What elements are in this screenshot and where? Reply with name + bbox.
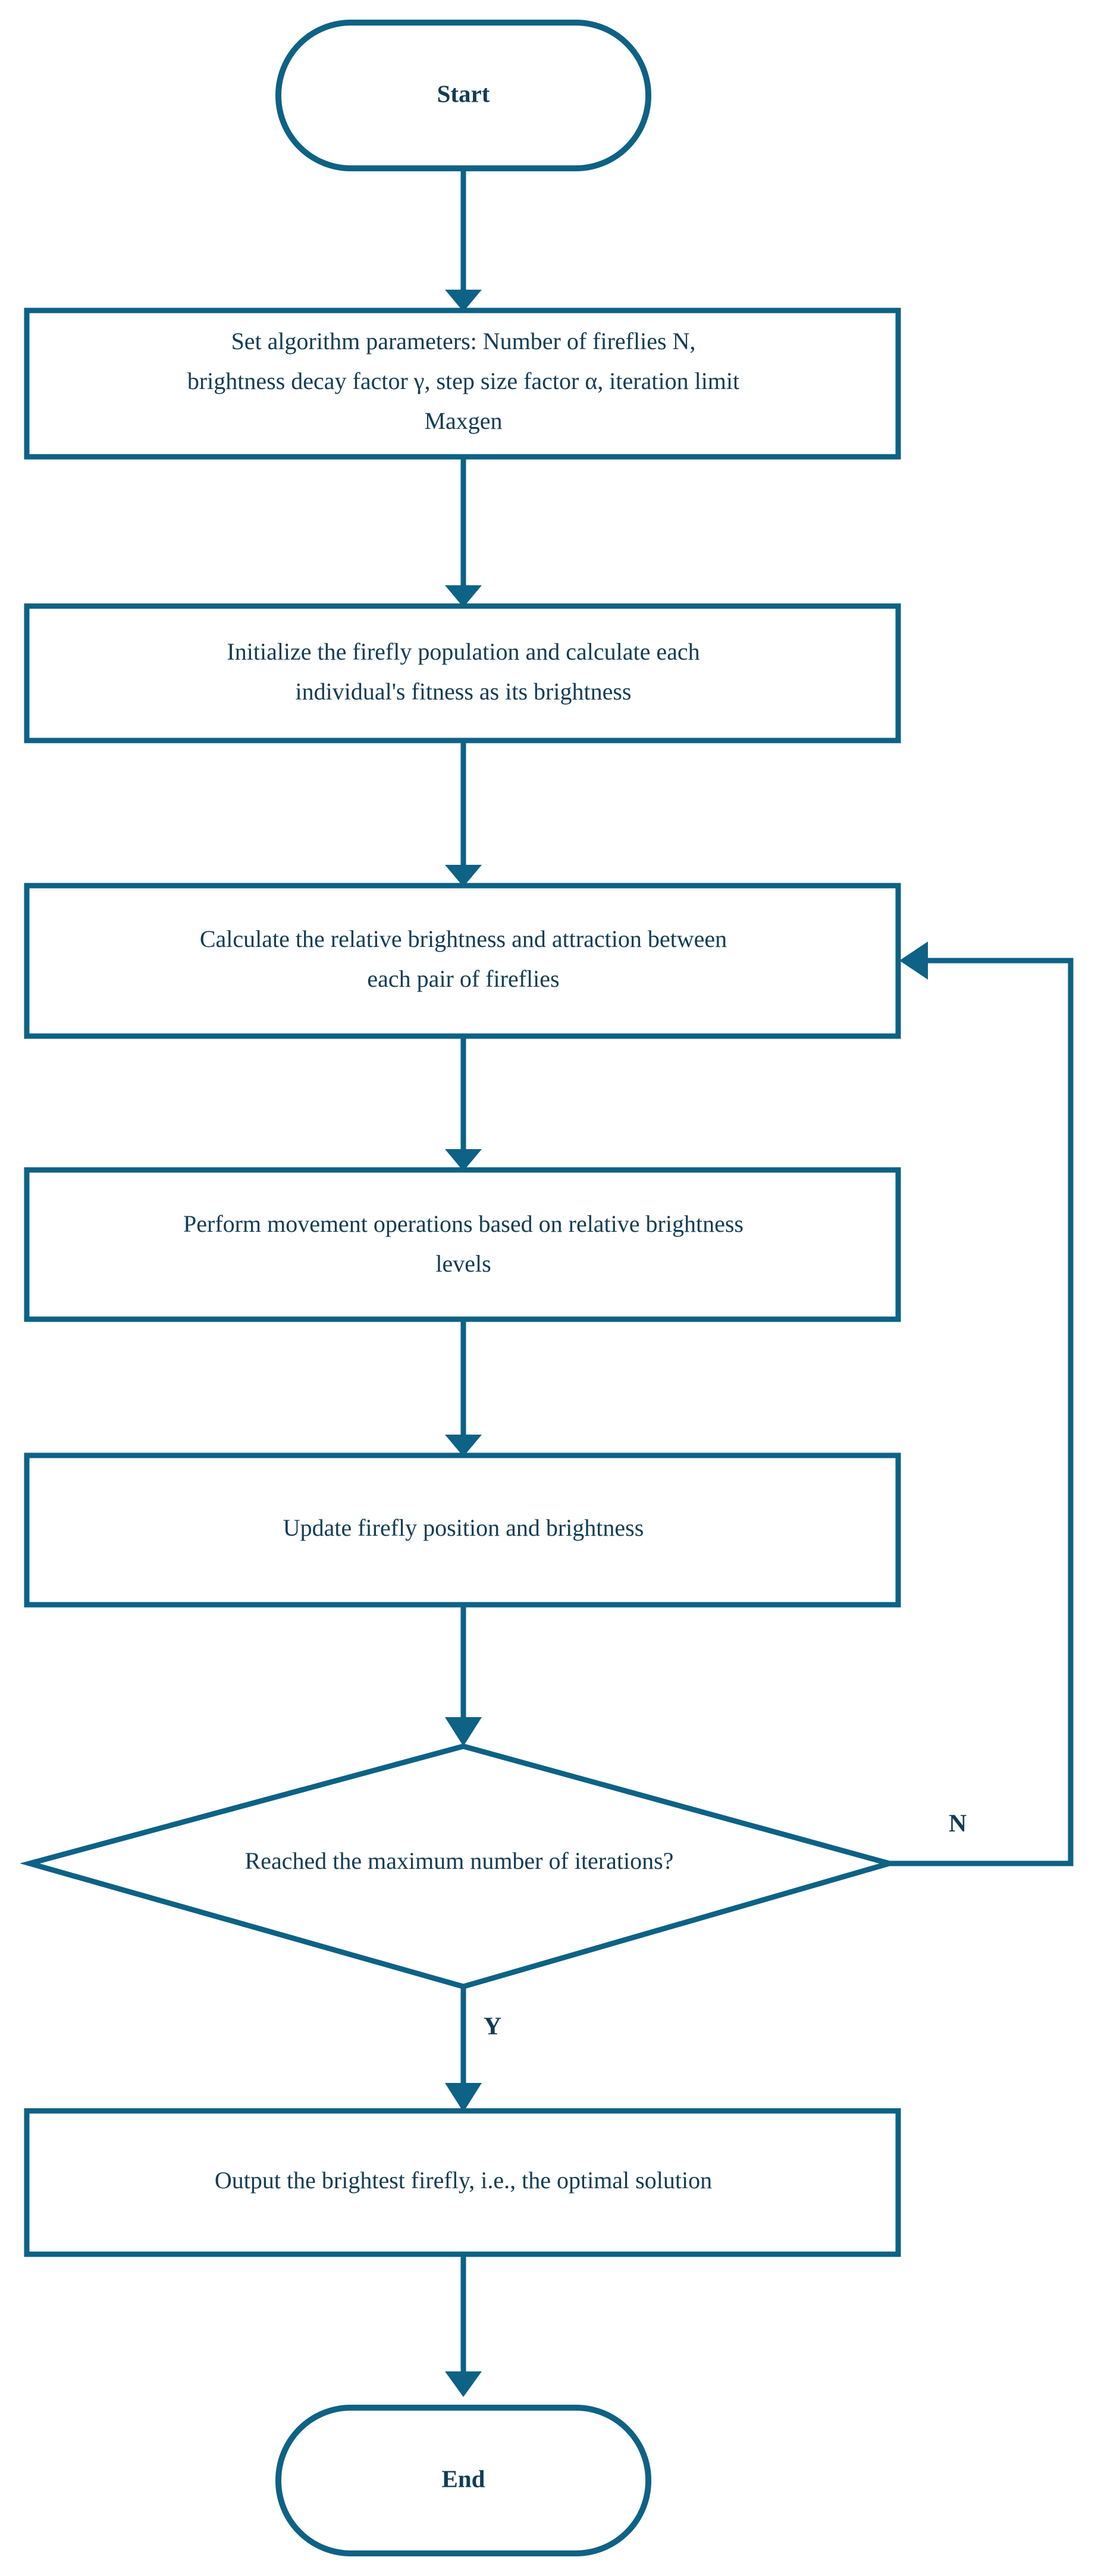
start-shape	[275, 20, 651, 171]
node-output-solution[interactable]: Output the brightest firefly, i.e., the …	[24, 2108, 901, 2257]
end-shape	[275, 2405, 651, 2556]
end-label: End	[442, 2465, 485, 2492]
branch-label-no: N	[949, 1811, 967, 1838]
node-end[interactable]: End	[275, 2405, 651, 2556]
decision-max-iterations-shape	[20, 1743, 899, 1990]
set-parameters-shape	[24, 308, 901, 460]
initialize-population-line-1: Initialize the firefly population and ca…	[227, 638, 700, 665]
node-update-position[interactable]: Update firefly position and brightness	[24, 1452, 901, 1608]
branch-label-yes: Y	[484, 2013, 501, 2041]
initialize-population-line-2: individual's fitness as its brightness	[296, 678, 632, 705]
set-parameters-line-3: Maxgen	[424, 407, 502, 434]
edge-calculate-to-movement	[445, 1036, 482, 1171]
output-solution-shape	[24, 2108, 901, 2257]
set-parameters-line-2: brightness decay factor γ, step size fac…	[187, 368, 739, 394]
edge-set-params-to-initialize	[445, 457, 482, 607]
edge-decision-no-feedback-loop	[889, 942, 1074, 1866]
node-calculate-relative-brightness[interactable]: Calculate the relative brightness and at…	[24, 883, 901, 1039]
start-label: Start	[437, 80, 490, 107]
node-decision-max-iterations[interactable]: Reached the maximum number of iterations…	[20, 1743, 899, 1990]
calculate-relative-brightness-line-2: each pair of fireflies	[367, 965, 559, 992]
calculate-relative-brightness-line-1: Calculate the relative brightness and at…	[200, 925, 727, 952]
edge-output-to-end	[445, 2254, 482, 2397]
edge-movement-to-update	[445, 1319, 482, 1457]
perform-movement-shape	[24, 1167, 901, 1322]
edge-initialize-to-calculate	[445, 741, 482, 887]
perform-movement-line-2: levels	[435, 1250, 491, 1277]
update-position-shape	[24, 1452, 901, 1608]
node-perform-movement[interactable]: Perform movement operations based on rel…	[24, 1167, 901, 1322]
edge-decision-yes-to-output	[445, 1987, 482, 2112]
edge-update-to-decision	[445, 1605, 482, 1746]
set-parameters-line-1: Set algorithm parameters: Number of fire…	[231, 328, 696, 354]
update-position-line-1: Update firefly position and brightness	[283, 1514, 644, 1541]
edge-start-to-set-params	[445, 168, 482, 312]
node-set-parameters[interactable]: Set algorithm parameters: Number of fire…	[24, 308, 901, 460]
perform-movement-line-1: Perform movement operations based on rel…	[183, 1210, 744, 1237]
initialize-population-shape	[24, 603, 901, 743]
node-initialize-population[interactable]: Initialize the firefly population and ca…	[24, 603, 901, 743]
output-solution-line-1: Output the brightest firefly, i.e., the …	[215, 2167, 712, 2194]
decision-max-iterations-label: Reached the maximum number of iterations…	[245, 1847, 674, 1874]
calculate-relative-brightness-shape	[24, 883, 901, 1039]
node-start[interactable]: Start	[275, 20, 651, 171]
